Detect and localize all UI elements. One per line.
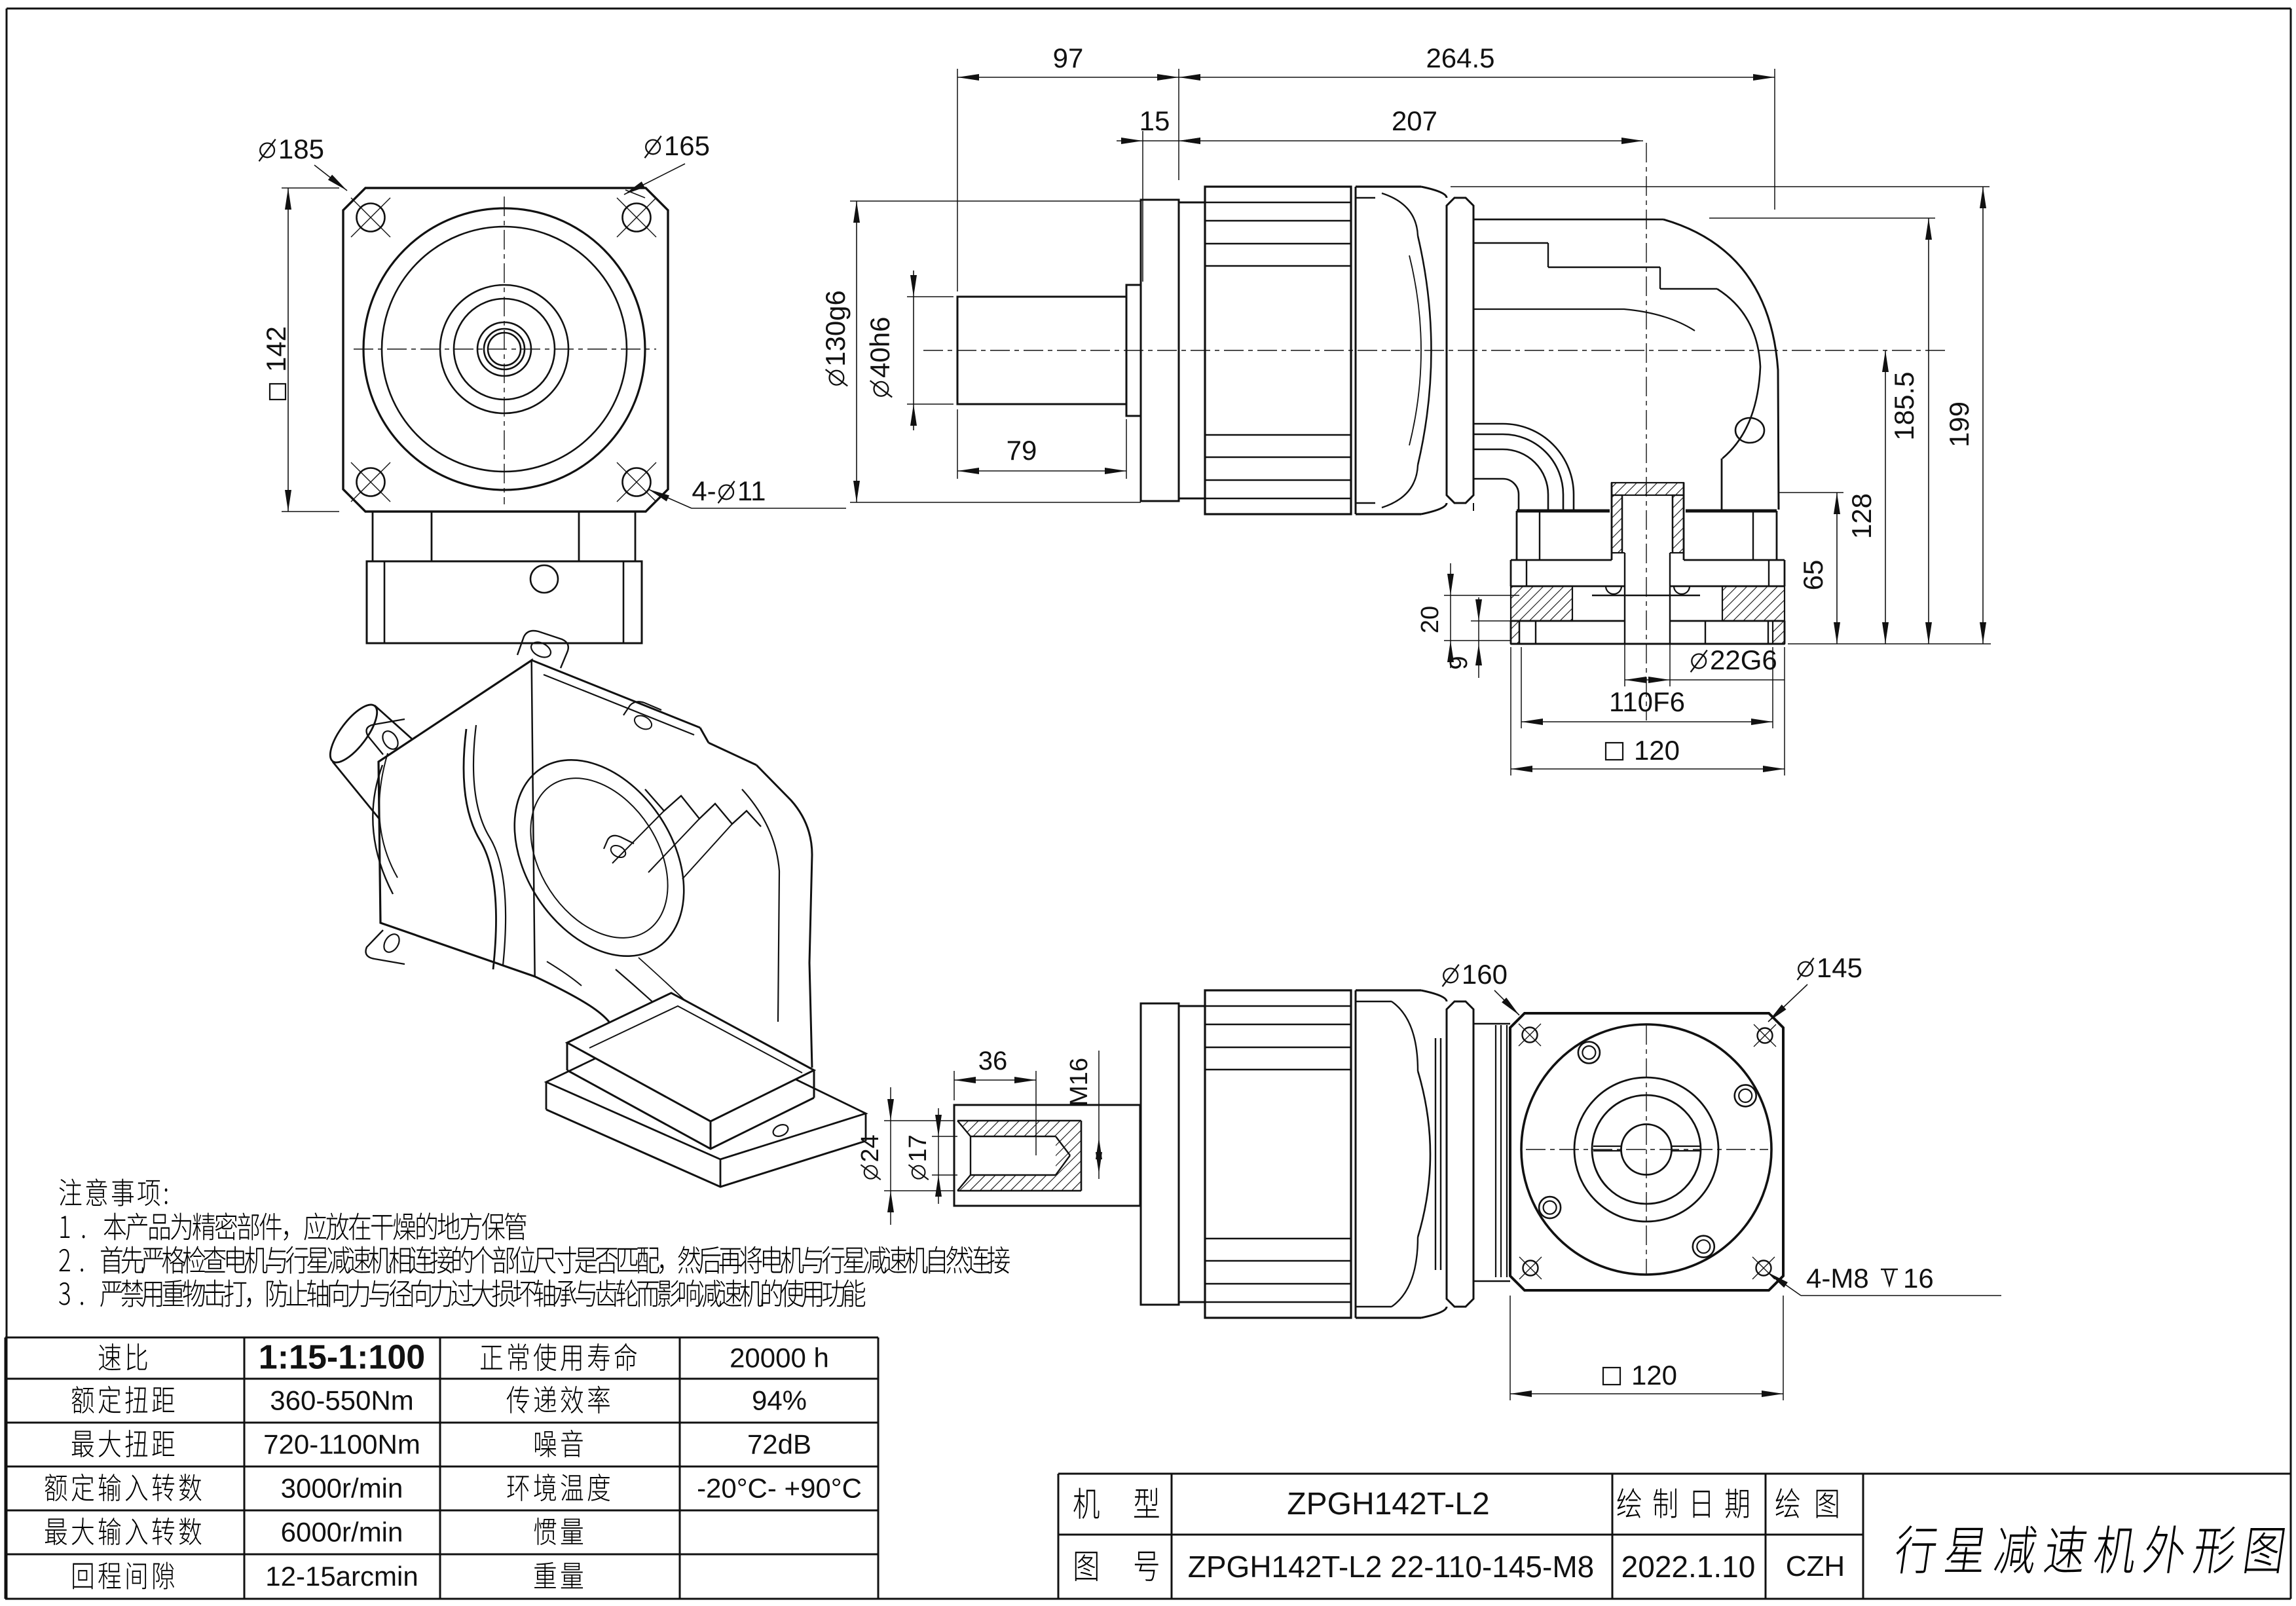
svg-text:24: 24 [857, 1134, 884, 1162]
svg-text:199: 199 [1944, 402, 1974, 447]
svg-text:145: 145 [1817, 952, 1862, 983]
svg-text:165: 165 [664, 130, 710, 161]
svg-text:79: 79 [1007, 435, 1037, 466]
svg-text:360-550Nm: 360-550Nm [270, 1385, 413, 1416]
svg-text:6000r/min: 6000r/min [281, 1517, 403, 1548]
svg-text:12-15arcmin: 12-15arcmin [265, 1561, 418, 1592]
svg-text:97: 97 [1053, 43, 1084, 73]
svg-text:2022.1.10: 2022.1.10 [1621, 1550, 1756, 1584]
svg-text:ZPGH142T-L2: ZPGH142T-L2 [1287, 1487, 1489, 1522]
svg-text:128: 128 [1846, 493, 1877, 539]
svg-text:185: 185 [278, 134, 324, 164]
svg-text:720-1100Nm: 720-1100Nm [263, 1429, 420, 1460]
svg-text:40h6: 40h6 [864, 317, 895, 378]
svg-text:72dB: 72dB [747, 1429, 811, 1460]
svg-text:264.5: 264.5 [1426, 43, 1494, 73]
svg-text:1:15-1:100: 1:15-1:100 [259, 1339, 425, 1377]
svg-text:CZH: CZH [1786, 1550, 1845, 1582]
svg-text:130g6: 130g6 [820, 290, 851, 367]
svg-text:36: 36 [978, 1047, 1008, 1075]
svg-text:3000r/min: 3000r/min [281, 1473, 403, 1504]
svg-text:185.5: 185.5 [1889, 371, 1919, 440]
svg-text:120: 120 [1634, 735, 1680, 766]
svg-text:110F6: 110F6 [1609, 686, 1685, 717]
svg-text:M16: M16 [1065, 1058, 1093, 1106]
svg-text:20: 20 [1416, 606, 1444, 633]
svg-text:9: 9 [1445, 656, 1473, 669]
svg-text:4-M8: 4-M8 [1806, 1263, 1869, 1294]
svg-text:120: 120 [1631, 1360, 1677, 1391]
svg-text:160: 160 [1462, 959, 1508, 990]
svg-text:20000 h: 20000 h [730, 1343, 829, 1373]
svg-text:142: 142 [261, 326, 291, 372]
svg-text:4-: 4- [692, 476, 716, 506]
svg-text:94%: 94% [752, 1385, 807, 1416]
svg-text:11: 11 [737, 476, 766, 506]
svg-text:ZPGH142T-L2 22-110-145-M8: ZPGH142T-L2 22-110-145-M8 [1188, 1550, 1594, 1584]
svg-text:207: 207 [1392, 105, 1437, 136]
svg-text:16: 16 [1903, 1263, 1934, 1294]
svg-text:-20°C- +90°C: -20°C- +90°C [697, 1473, 862, 1504]
svg-text:65: 65 [1798, 560, 1828, 591]
svg-text:17: 17 [904, 1134, 932, 1162]
svg-text:15: 15 [1139, 105, 1170, 136]
svg-text:22G6: 22G6 [1710, 644, 1777, 675]
